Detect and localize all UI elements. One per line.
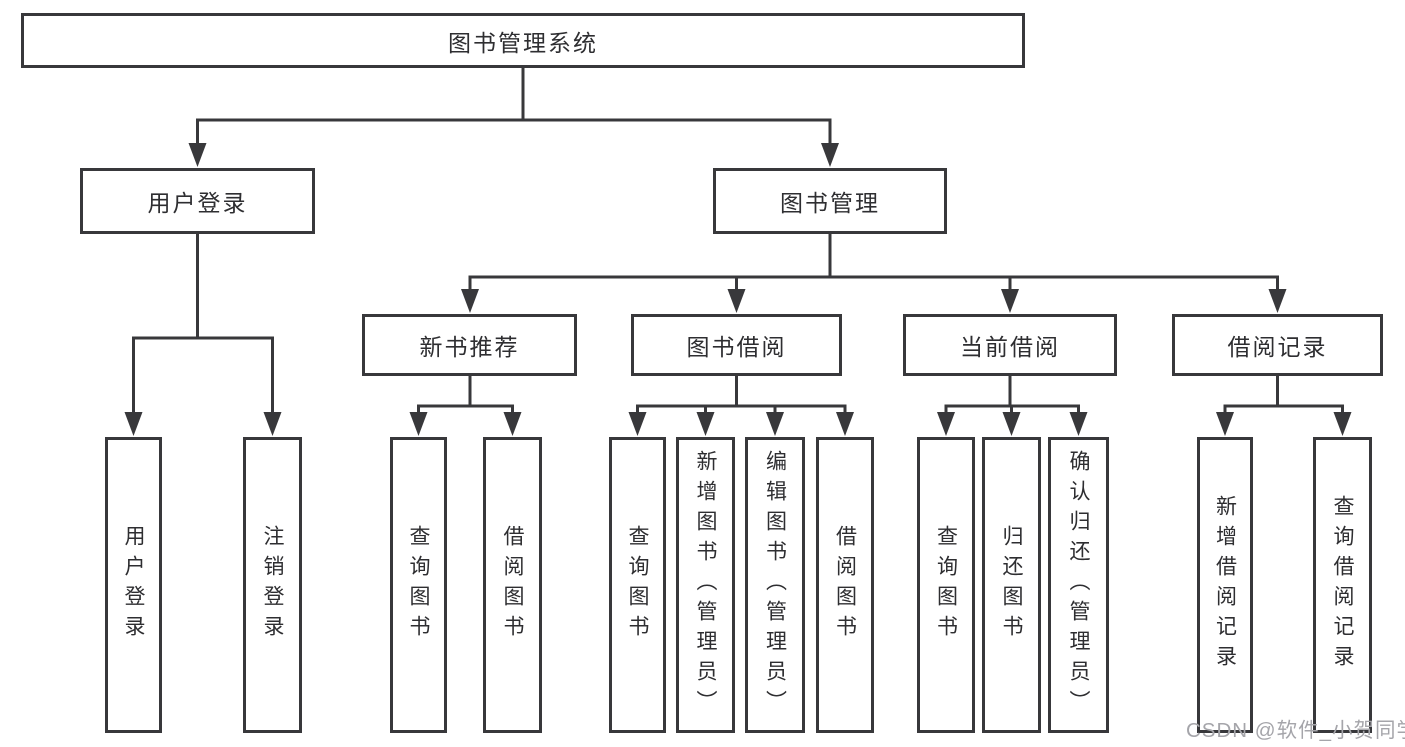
node-borrow-records-label: 借阅记录 <box>1227 334 1328 360</box>
node-leaf-query-books-recommend-label: 查询图书 <box>407 525 430 645</box>
node-leaf-query-borrow-record: 查询借阅记录 <box>1313 437 1372 733</box>
node-leaf-logout-login: 注销登录 <box>243 437 302 733</box>
node-book-management-label: 图书管理 <box>780 190 880 216</box>
node-leaf-user-login: 用户登录 <box>105 437 162 733</box>
node-leaf-add-books-admin: 新增图书（管理员） <box>676 437 735 733</box>
watermark: CSDN @软件_小贺同学 <box>1186 719 1405 742</box>
node-current-borrow: 当前借阅 <box>903 314 1117 376</box>
node-library-system: 图书管理系统 <box>21 13 1025 68</box>
node-leaf-borrow-books-recommend: 借阅图书 <box>483 437 542 733</box>
node-new-book-recommend-label: 新书推荐 <box>419 334 520 360</box>
node-leaf-return-books-label: 归还图书 <box>1000 525 1023 645</box>
node-leaf-borrow-books-label: 借阅图书 <box>833 525 857 645</box>
node-leaf-return-books: 归还图书 <box>982 437 1041 733</box>
node-book-management: 图书管理 <box>713 168 947 234</box>
node-leaf-borrow-books-recommend-label: 借阅图书 <box>501 525 524 645</box>
node-leaf-query-books-borrow-label: 查询图书 <box>626 525 649 645</box>
node-leaf-query-books-current: 查询图书 <box>917 437 975 733</box>
node-leaf-add-borrow-record: 新增借阅记录 <box>1197 437 1253 733</box>
node-borrow-records: 借阅记录 <box>1172 314 1383 376</box>
node-leaf-add-books-admin-label: 新增图书（管理员） <box>694 450 717 720</box>
node-user-login: 用户登录 <box>80 168 315 234</box>
node-current-borrow-label: 当前借阅 <box>960 334 1060 360</box>
node-leaf-query-books-borrow: 查询图书 <box>609 437 666 733</box>
node-leaf-edit-books-admin: 编辑图书（管理员） <box>745 437 805 733</box>
node-book-borrow-label: 图书借阅 <box>686 334 787 360</box>
node-new-book-recommend: 新书推荐 <box>362 314 577 376</box>
node-leaf-query-books-recommend: 查询图书 <box>390 437 447 733</box>
node-leaf-confirm-return-admin-label: 确认归还（管理员） <box>1067 450 1090 720</box>
node-leaf-edit-books-admin-label: 编辑图书（管理员） <box>763 450 787 720</box>
node-leaf-borrow-books: 借阅图书 <box>816 437 874 733</box>
node-leaf-user-login-label: 用户登录 <box>122 525 145 645</box>
node-leaf-add-borrow-record-label: 新增借阅记录 <box>1213 495 1237 675</box>
node-leaf-confirm-return-admin: 确认归还（管理员） <box>1048 437 1109 733</box>
node-leaf-logout-login-label: 注销登录 <box>261 525 284 645</box>
arrowheads <box>124 143 1352 436</box>
node-library-system-label: 图书管理系统 <box>448 29 598 56</box>
node-book-borrow: 图书借阅 <box>631 314 842 376</box>
node-user-login-label: 用户登录 <box>147 190 248 216</box>
node-leaf-query-books-current-label: 查询图书 <box>934 525 958 645</box>
node-leaf-query-borrow-record-label: 查询借阅记录 <box>1331 495 1354 675</box>
